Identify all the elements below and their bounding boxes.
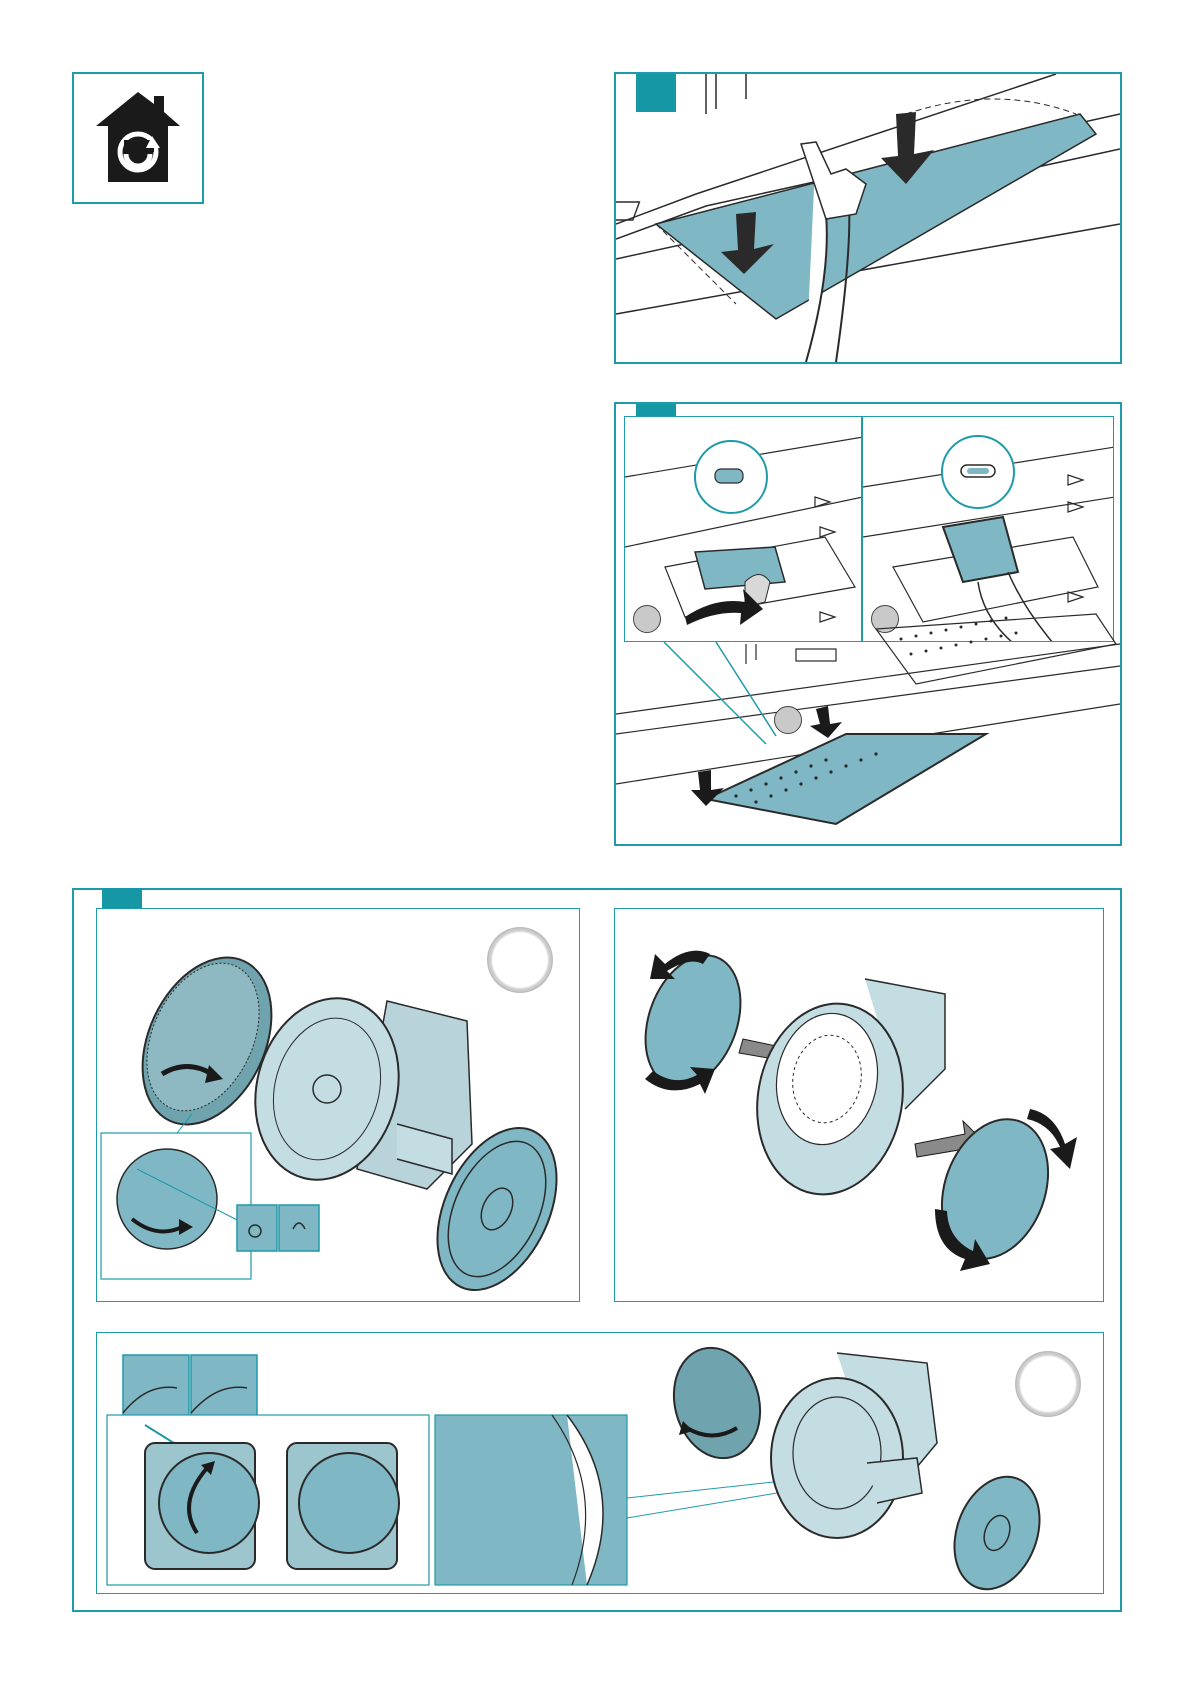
motor-filter-panel-a bbox=[96, 908, 580, 1302]
step-circle-c bbox=[774, 706, 802, 734]
motor-filter-panel-c bbox=[96, 1332, 1104, 1594]
step-circle-a bbox=[633, 605, 661, 633]
motor-filter-panel-b bbox=[614, 908, 1104, 1302]
remove-filter-drawing bbox=[863, 417, 1114, 642]
step-2-panel bbox=[614, 402, 1122, 846]
grey-ring-indicator-a bbox=[487, 927, 553, 993]
detail-panel-pull-tab bbox=[624, 416, 862, 642]
motor-filter-drawing-b bbox=[615, 909, 1104, 1302]
step-3-panel bbox=[72, 888, 1122, 1612]
motor-filter-drawing-c bbox=[97, 1333, 1105, 1595]
step-tag-1 bbox=[636, 72, 676, 112]
house-recirculation-icon bbox=[74, 74, 202, 202]
grey-ring-indicator-c bbox=[1015, 1351, 1081, 1417]
detail-panel-remove-filter bbox=[862, 416, 1114, 642]
recirculation-icon-box bbox=[72, 72, 204, 204]
step-circle-b bbox=[871, 605, 899, 633]
step-1-panel bbox=[614, 72, 1122, 364]
pull-tab-drawing bbox=[625, 417, 862, 642]
hood-panel-drawing bbox=[616, 74, 1120, 362]
